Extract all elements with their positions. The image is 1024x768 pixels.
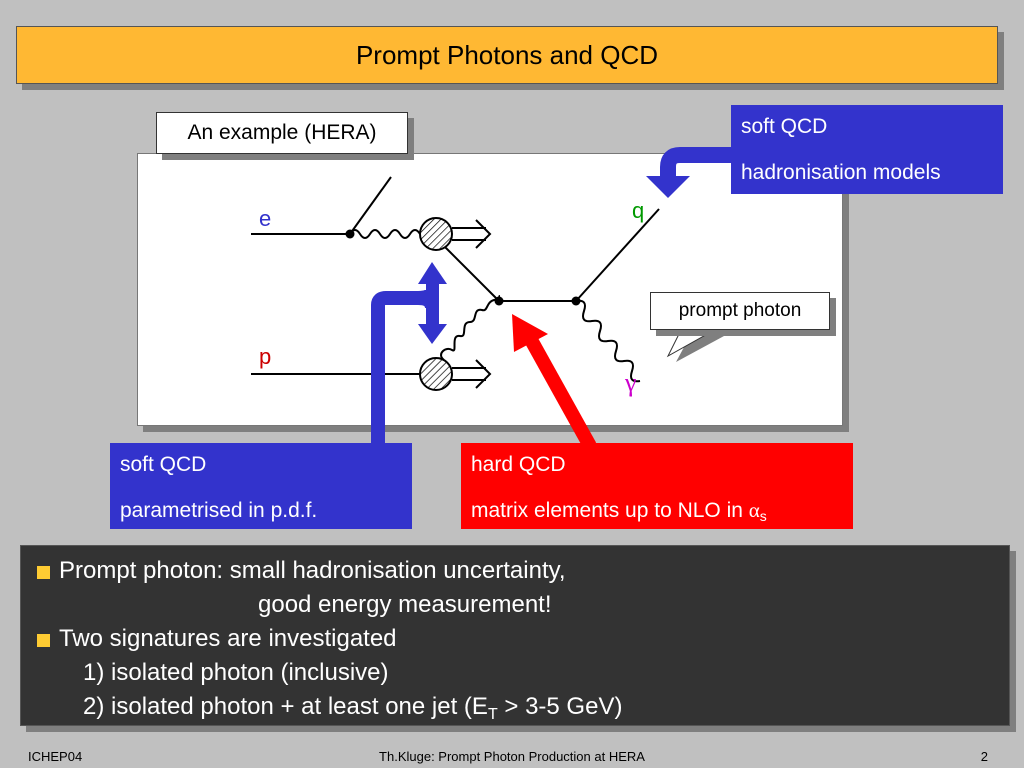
bullet-text: good energy measurement!	[258, 591, 552, 618]
feynman-diagram-panel: e p q γ	[137, 153, 843, 426]
gamma-label: γ	[624, 368, 637, 397]
slide-title: Prompt Photons and QCD	[16, 26, 998, 84]
bullet-text: Prompt photon: small hadronisation uncer…	[59, 557, 566, 584]
incoming-quark-line	[444, 246, 500, 302]
callout-soft-qcd-pdf: soft QCD parametrised in p.d.f.	[110, 443, 412, 529]
callout-line: hadronisation models	[741, 161, 941, 184]
callout-hard-qcd: hard QCD matrix elements up to NLO in αs	[461, 443, 853, 529]
callout-soft-qcd-hadronisation: soft QCD hadronisation models	[731, 105, 1003, 194]
callout-line: parametrised in p.d.f.	[120, 499, 318, 522]
sub-item-text-group: 2) isolated photon + at least one jet (E…	[83, 690, 622, 732]
callout-line-text: matrix elements up to NLO in	[471, 499, 749, 522]
slide-title-text: Prompt Photons and QCD	[355, 39, 659, 70]
sub-item-text: 2) isolated photon + at least one jet (E	[83, 693, 488, 720]
outgoing-quark-line	[575, 208, 660, 302]
electron-vertex	[345, 229, 355, 239]
bullet-square-icon	[37, 634, 50, 647]
footer-conference: ICHEP04	[28, 749, 83, 764]
bullet-text: Two signatures are investigated	[59, 625, 397, 652]
electron-label: e	[259, 206, 271, 231]
exchanged-photon-wave	[349, 229, 421, 239]
quark-label: q	[632, 198, 644, 223]
example-label: An example (HERA)	[156, 112, 408, 154]
example-label-text: An example (HERA)	[187, 121, 377, 144]
callout-line: hard QCD	[471, 453, 566, 476]
sub-item: 1) isolated photon (inclusive)	[21, 656, 1009, 690]
alpha-subscript: s	[759, 508, 767, 524]
sub-item-text: 1) isolated photon (inclusive)	[83, 659, 389, 686]
alpha-symbol: α	[748, 498, 760, 522]
bullet-item: Prompt photon: small hadronisation uncer…	[21, 554, 1009, 588]
footer-page-number: 2	[980, 749, 988, 764]
et-subscript: T	[487, 706, 498, 723]
prompt-photon-text: prompt photon	[678, 300, 802, 321]
bullet-continuation: good energy measurement!	[21, 588, 1009, 622]
prompt-photon-label: prompt photon	[650, 292, 830, 330]
photon-remnant-blob	[419, 217, 453, 251]
callout-line: soft QCD	[120, 453, 207, 476]
outgoing-photon-wave	[575, 299, 641, 383]
bullet-square-icon	[37, 566, 50, 579]
sub-item-text: > 3-5 GeV)	[497, 693, 623, 720]
footer: ICHEP04 Th.Kluge: Prompt Photon Producti…	[0, 745, 1024, 767]
bullet-item: Two signatures are investigated	[21, 622, 1009, 656]
bullet-panel: Prompt photon: small hadronisation uncer…	[20, 545, 1010, 726]
callout-line: soft QCD	[741, 115, 828, 138]
callout-line: matrix elements up to NLO in αs	[471, 499, 843, 528]
proton-label: p	[259, 344, 271, 369]
sub-item: 2) isolated photon + at least one jet (E…	[21, 690, 1009, 724]
footer-talk-title: Th.Kluge: Prompt Photon Production at HE…	[379, 749, 645, 764]
hard-vertex-1	[494, 296, 504, 306]
outgoing-electron-line	[349, 176, 392, 235]
gluon-line	[440, 295, 501, 361]
